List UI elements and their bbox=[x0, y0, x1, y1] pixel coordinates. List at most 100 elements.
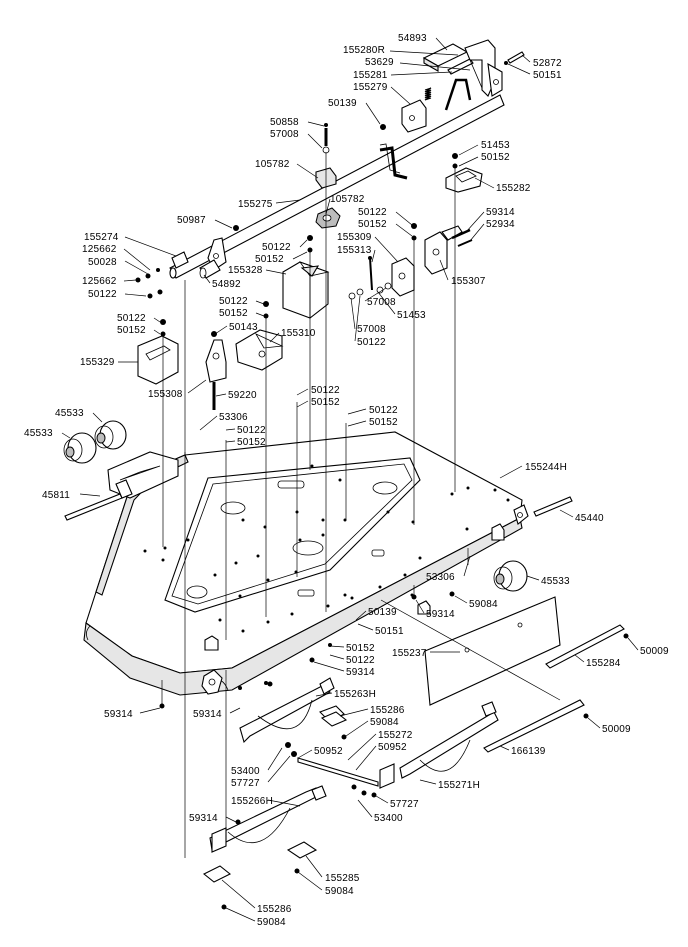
part-label-52934: 52934 bbox=[486, 219, 515, 230]
rod-155272 bbox=[297, 757, 379, 787]
part-label-50151-top: 50151 bbox=[533, 70, 562, 81]
part-label-53629: 53629 bbox=[365, 57, 394, 68]
part-label-54892: 54892 bbox=[212, 279, 241, 290]
part-label-59314-c: 59314 bbox=[346, 667, 375, 678]
bracket-155286-top bbox=[320, 711, 348, 727]
part-label-54893: 54893 bbox=[398, 33, 427, 44]
part-label-51453-a: 51453 bbox=[481, 140, 510, 151]
housing-155266h bbox=[209, 785, 327, 853]
strip-155284 bbox=[545, 624, 625, 669]
part-label-155285: 155285 bbox=[325, 873, 360, 884]
part-label-57727-a: 57727 bbox=[231, 778, 260, 789]
bracket-155328 bbox=[282, 235, 330, 319]
part-label-53306-b: 53306 bbox=[426, 572, 455, 583]
part-label-50139-mid: 50139 bbox=[368, 607, 397, 618]
part-label-50009-a: 50009 bbox=[640, 646, 669, 657]
part-label-155279: 155279 bbox=[353, 82, 388, 93]
part-label-50122-i: 50122 bbox=[237, 425, 266, 436]
part-label-50152-a: 50152 bbox=[481, 152, 510, 163]
part-label-50152-i: 50152 bbox=[346, 643, 375, 654]
part-label-155308: 155308 bbox=[148, 389, 183, 400]
part-label-50152-e: 50152 bbox=[117, 325, 146, 336]
part-label-50122-b: 50122 bbox=[262, 242, 291, 253]
part-label-50122-f: 50122 bbox=[357, 337, 386, 348]
part-label-155309: 155309 bbox=[337, 232, 372, 243]
strip-166139 bbox=[483, 699, 585, 753]
part-label-59084-d: 59084 bbox=[257, 917, 286, 928]
part-label-125662-a: 125662 bbox=[82, 244, 117, 255]
part-label-50122-d: 50122 bbox=[219, 296, 248, 307]
part-label-51453-b: 51453 bbox=[397, 310, 426, 321]
part-label-45533-b: 45533 bbox=[24, 428, 53, 439]
part-label-155280R: 155280R bbox=[343, 45, 385, 56]
part-label-155237: 155237 bbox=[392, 648, 427, 659]
bracket-155286-bottom bbox=[202, 865, 232, 883]
part-label-50152-f: 50152 bbox=[311, 397, 340, 408]
part-label-155263H: 155263H bbox=[334, 689, 376, 700]
housing-155263h bbox=[239, 677, 345, 744]
part-label-155271H: 155271H bbox=[438, 780, 480, 791]
part-label-50122-e: 50122 bbox=[117, 313, 146, 324]
part-label-155310: 155310 bbox=[281, 328, 316, 339]
pivot-blocks-105782 bbox=[315, 123, 341, 229]
part-label-50152-b: 50152 bbox=[358, 219, 387, 230]
bracket-155282 bbox=[445, 153, 483, 193]
weight-155329 bbox=[137, 319, 179, 385]
part-label-155282: 155282 bbox=[496, 183, 531, 194]
part-label-155272: 155272 bbox=[378, 730, 413, 741]
part-label-59314-e: 59314 bbox=[193, 709, 222, 720]
bracket-155307 bbox=[411, 223, 473, 275]
part-label-53400-b: 53400 bbox=[374, 813, 403, 824]
part-label-59084-a: 59084 bbox=[469, 599, 498, 610]
wheel-bracket-left bbox=[64, 451, 179, 521]
bracket-155308 bbox=[205, 331, 227, 410]
bracket-155285 bbox=[286, 841, 318, 859]
part-label-166139: 166139 bbox=[511, 746, 546, 757]
part-label-45533-c: 45533 bbox=[541, 576, 570, 587]
part-label-53400-a: 53400 bbox=[231, 766, 260, 777]
part-label-155274: 155274 bbox=[84, 232, 119, 243]
part-label-50858: 50858 bbox=[270, 117, 299, 128]
axle-45440 bbox=[533, 496, 573, 517]
part-label-50009-b: 50009 bbox=[602, 724, 631, 735]
part-label-50122-h: 50122 bbox=[369, 405, 398, 416]
leader-lines bbox=[61, 37, 639, 922]
part-label-59314-b: 59314 bbox=[426, 609, 455, 620]
part-label-50122-c: 50122 bbox=[88, 289, 117, 300]
part-label-45811: 45811 bbox=[42, 490, 71, 501]
part-label-155307: 155307 bbox=[451, 276, 486, 287]
part-label-59220: 59220 bbox=[228, 390, 257, 401]
part-label-45533-a: 45533 bbox=[55, 408, 84, 419]
part-label-59314-a: 59314 bbox=[486, 207, 515, 218]
mower-deck-155244h bbox=[83, 431, 529, 696]
part-label-59084-b: 59084 bbox=[370, 717, 399, 728]
part-label-50987: 50987 bbox=[177, 215, 206, 226]
part-label-53306-a: 53306 bbox=[219, 412, 248, 423]
plate-155309 bbox=[348, 256, 415, 300]
part-label-50952-b: 50952 bbox=[378, 742, 407, 753]
lift-bar-155275 bbox=[169, 94, 505, 279]
part-label-59314-d: 59314 bbox=[104, 709, 133, 720]
part-label-52872: 52872 bbox=[533, 58, 562, 69]
housing-155271h bbox=[379, 701, 499, 789]
part-label-50952-a: 50952 bbox=[314, 746, 343, 757]
assembly-lines bbox=[161, 152, 561, 858]
part-label-50152-h: 50152 bbox=[237, 437, 266, 448]
part-label-59084-c: 59084 bbox=[325, 886, 354, 897]
part-label-57008-b: 57008 bbox=[367, 297, 396, 308]
part-label-50122-a: 50122 bbox=[358, 207, 387, 218]
part-label-50139-top: 50139 bbox=[328, 98, 357, 109]
part-label-105782-b: 105782 bbox=[330, 194, 365, 205]
part-label-155286-a: 155286 bbox=[370, 705, 405, 716]
part-label-155286-b: 155286 bbox=[257, 904, 292, 915]
part-label-155244H: 155244H bbox=[525, 462, 567, 473]
part-label-50028: 50028 bbox=[88, 257, 117, 268]
part-label-57727-b: 57727 bbox=[390, 799, 419, 810]
baffle-plate-155237 bbox=[424, 596, 561, 706]
part-label-105782-a: 105782 bbox=[255, 159, 290, 170]
bracket-155310 bbox=[235, 301, 284, 371]
part-label-50122-g: 50122 bbox=[311, 385, 340, 396]
part-label-50152-c: 50152 bbox=[255, 254, 284, 265]
